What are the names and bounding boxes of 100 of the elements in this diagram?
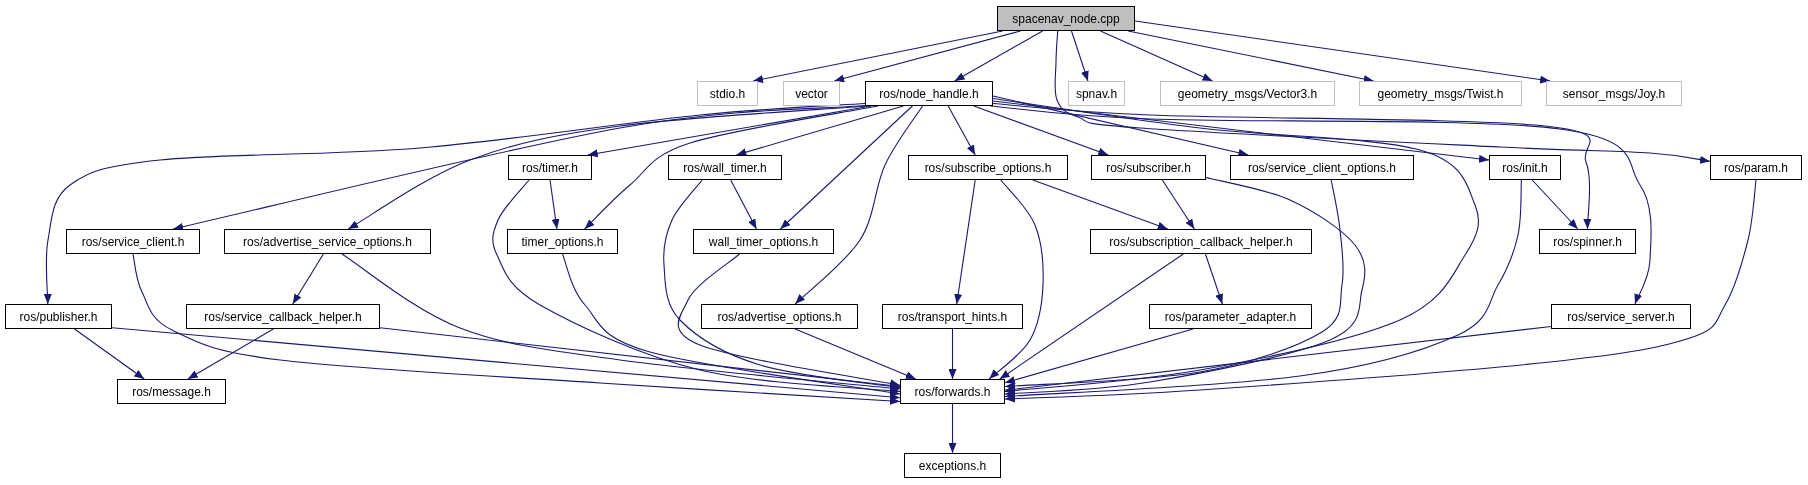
include-arrow xyxy=(735,105,904,156)
file-name: ros/subscribe_options.h xyxy=(924,160,1052,175)
include-arrow xyxy=(1161,179,1195,230)
header-file-box xyxy=(997,6,1135,31)
include-arrow xyxy=(379,327,901,390)
header-file-box xyxy=(865,81,993,106)
header-file-box xyxy=(1160,81,1335,106)
include-arrow xyxy=(988,179,1044,380)
file-name: ros/service_callback_helper.h xyxy=(204,309,362,324)
file-name: ros/wall_timer.h xyxy=(683,160,767,175)
header-file-box xyxy=(908,155,1068,180)
include-arrow xyxy=(1099,30,1214,82)
header-file-box xyxy=(1546,81,1682,106)
include-arrow xyxy=(779,105,913,230)
file-name: ros/init.h xyxy=(1502,160,1548,175)
include-arrow xyxy=(1004,328,1194,384)
file-name: ros/node_handle.h xyxy=(879,86,979,101)
header-file-box xyxy=(697,81,758,106)
file-name: ros/forwards.h xyxy=(914,384,991,399)
header-file-box xyxy=(1230,155,1414,180)
include-arrow xyxy=(1531,179,1579,230)
include-arrow xyxy=(948,403,957,454)
include-arrow xyxy=(111,327,901,401)
header-file-box xyxy=(224,229,431,254)
include-arrow xyxy=(74,328,145,380)
include-arrow xyxy=(561,253,901,397)
header-file-box xyxy=(1359,81,1522,106)
header-file-box xyxy=(900,379,1005,404)
file-name: timer_options.h xyxy=(521,234,604,249)
include-arrow xyxy=(549,179,560,230)
include-arrow xyxy=(973,105,1109,156)
include-arrow xyxy=(1032,179,1169,230)
file-name: ros/subscriber.h xyxy=(1106,160,1191,175)
header-file-box xyxy=(507,229,618,254)
file-name: geometry_msgs/Vector3.h xyxy=(1177,86,1318,101)
include-arrow xyxy=(1204,253,1223,305)
file-name: ros/message.h xyxy=(132,384,211,399)
file-name: ros/param.h xyxy=(1724,160,1788,175)
header-file-box xyxy=(668,155,782,180)
file-name: ros/spinner.h xyxy=(1553,234,1622,249)
include-arrow xyxy=(1004,179,1522,400)
include-arrow xyxy=(663,179,901,391)
include-arrow xyxy=(341,253,901,392)
header-file-box xyxy=(5,304,112,329)
header-file-box xyxy=(186,304,380,329)
header-file-box xyxy=(1068,81,1125,106)
file-name: sensor_msgs/Joy.h xyxy=(1562,86,1666,101)
file-name: ros/service_client_options.h xyxy=(1247,160,1397,175)
file-name: wall_timer_options.h xyxy=(708,234,819,249)
include-arrow xyxy=(948,328,957,380)
file-name: ros/service_server.h xyxy=(1567,309,1675,324)
file-name: geometry_msgs/Twist.h xyxy=(1377,86,1504,101)
file-name: stdio.h xyxy=(709,86,746,101)
include-arrow xyxy=(1134,20,1551,84)
file-name: spnav.h xyxy=(1075,86,1118,101)
file-name: ros/service_client.h xyxy=(81,234,185,249)
header-file-box xyxy=(1551,304,1691,329)
include-arrow xyxy=(730,179,757,230)
include-arrow xyxy=(677,253,901,388)
file-name: ros/subscription_callback_helper.h xyxy=(1109,234,1293,249)
include-arrow xyxy=(1070,30,1089,82)
header-file-box xyxy=(701,304,858,329)
include-arrow xyxy=(1127,30,1375,83)
header-file-box xyxy=(1710,155,1802,180)
header-file-box xyxy=(882,304,1023,329)
file-name: ros/advertise_service_options.h xyxy=(243,234,412,249)
file-name: ros/publisher.h xyxy=(19,309,98,324)
include-arrow xyxy=(833,30,1021,83)
header-file-box xyxy=(1489,155,1561,180)
header-file-box xyxy=(1090,229,1312,254)
include-arrow xyxy=(954,179,976,305)
include-arrow xyxy=(43,102,866,305)
include-arrow xyxy=(1054,30,1711,164)
include-arrow xyxy=(172,104,866,231)
file-name: spacenav_node.cpp xyxy=(1012,11,1120,26)
include-arrow xyxy=(132,253,901,405)
include-arrow xyxy=(992,97,1480,395)
header-file-box xyxy=(66,229,200,254)
file-name: ros/transport_hints.h xyxy=(897,309,1008,324)
include-arrow xyxy=(999,253,1184,380)
header-file-box xyxy=(1091,155,1206,180)
header-file-box xyxy=(783,81,840,106)
include-arrow xyxy=(794,105,924,305)
include-arrow xyxy=(292,253,324,305)
header-file-box xyxy=(904,453,1001,478)
header-file-box xyxy=(508,155,592,180)
header-file-box xyxy=(1149,304,1312,329)
file-name: ros/timer.h xyxy=(522,160,578,175)
include-arrow xyxy=(954,30,1044,82)
include-arrow xyxy=(794,328,917,380)
header-file-box xyxy=(117,379,226,404)
file-name: exceptions.h xyxy=(918,458,987,473)
include-arrow xyxy=(947,105,976,156)
file-name: ros/parameter_adapter.h xyxy=(1164,309,1297,324)
include-arrow xyxy=(1004,179,1757,403)
include-arrow xyxy=(1004,325,1552,394)
include-arrow xyxy=(492,179,901,395)
include-arrow xyxy=(992,102,1592,230)
include-arrow xyxy=(992,95,1249,157)
header-file-box xyxy=(693,229,834,254)
